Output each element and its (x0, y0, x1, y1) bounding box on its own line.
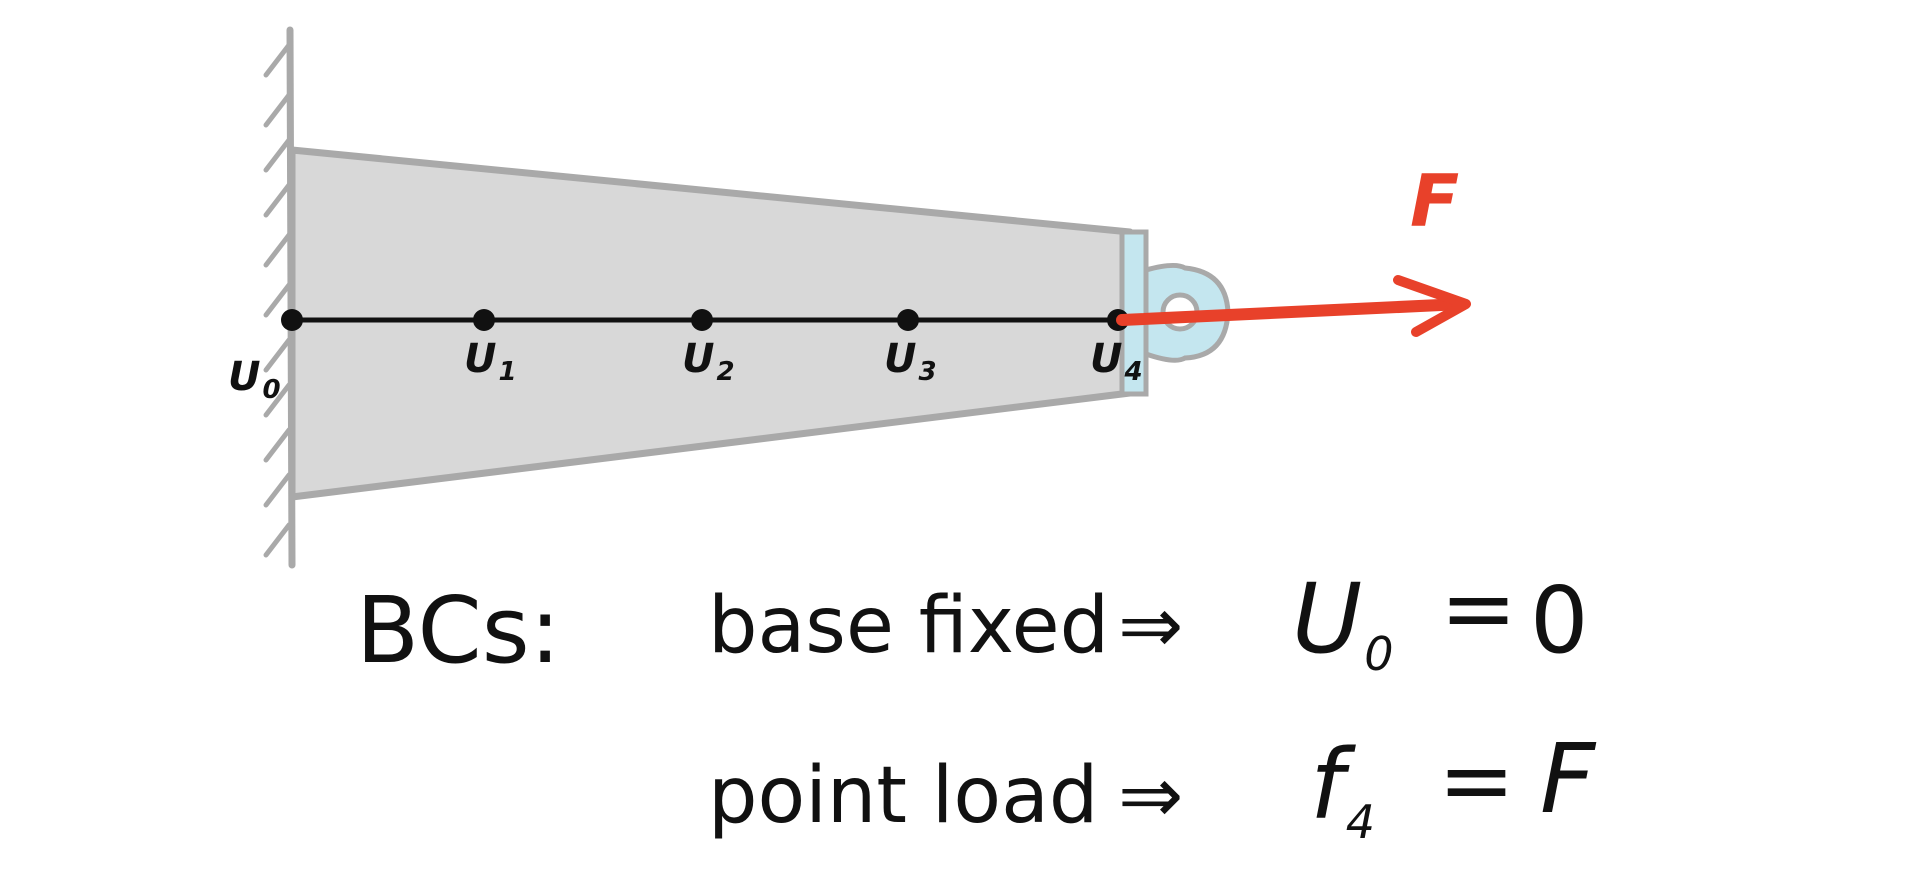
bc-rhs-1: 0 (1530, 567, 1589, 674)
node-labels: U0 U1 U2 U3 U4 (228, 336, 1143, 405)
bc-condition-1: base fixed (708, 581, 1109, 671)
node-label-0: U0 (228, 354, 281, 405)
node-label-1: U1 (464, 336, 517, 387)
force-label: F (1410, 159, 1459, 243)
bcs-heading: BCs: (356, 577, 561, 684)
bc-lhs-2: f4 (1310, 729, 1375, 849)
node-0 (281, 309, 303, 331)
node-label-3: U3 (884, 336, 937, 387)
wall-hatching (263, 42, 292, 558)
bc-equals-2: = (1438, 727, 1515, 834)
bc-rhs-2: F (1540, 723, 1597, 835)
boundary-conditions: BCs: base fixed ⇒ U0 = 0 point load ⇒ f4… (356, 555, 1597, 849)
node-label-2: U2 (682, 336, 735, 387)
bc-lhs-1: U0 (1292, 563, 1394, 681)
node-2 (691, 309, 713, 331)
bc-arrow-1: ⇒ (1118, 581, 1183, 671)
bc-equals-1: = (1440, 555, 1517, 662)
bc-condition-2: point load (708, 751, 1098, 841)
node-label-4: U4 (1090, 336, 1143, 387)
fixed-wall (263, 26, 296, 569)
node-1 (473, 309, 495, 331)
bc-arrow-2: ⇒ (1118, 751, 1183, 841)
force-arrow (1116, 275, 1471, 337)
node-3 (897, 309, 919, 331)
